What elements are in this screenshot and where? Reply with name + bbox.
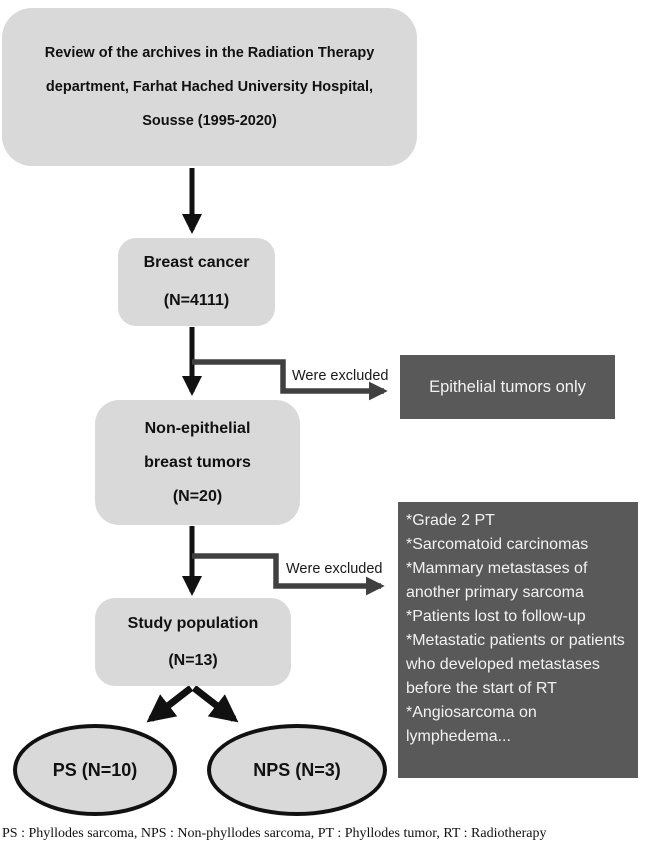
exclusion-criteria-box: *Grade 2 PT *Sarcomatoid carcinomas *Mam…: [398, 502, 638, 778]
arrow-split-to-ps: [146, 685, 194, 723]
source-box-line: Review of the archives in the Radiation …: [44, 45, 375, 61]
non-epithelial-box: Non-epithelial breast tumors (N=20): [95, 400, 300, 525]
source-box-line: Sousse (1995-2020): [142, 113, 277, 129]
breast-cancer-label: Breast cancer: [143, 254, 250, 271]
nps-ellipse: NPS (N=3): [207, 724, 387, 816]
abbreviations-footnote: PS : Phyllodes sarcoma, NPS : Non-phyllo…: [2, 826, 547, 841]
exclusion-item: *Metastatic patients or patients who dev…: [406, 632, 625, 697]
exclusion-item: *Grade 2 PT: [406, 512, 495, 529]
breast-cancer-box: Breast cancer (N=4111): [118, 238, 275, 326]
study-population-box: Study population (N=13): [95, 598, 291, 686]
arrow-split-to-nps: [191, 685, 239, 723]
ps-ellipse: PS (N=10): [13, 724, 177, 816]
were-excluded-label-1: Were excluded: [292, 368, 389, 384]
exclusion-item: *Angiosarcoma on lymphedema...: [406, 704, 537, 745]
epithelial-tumors-text: Epithelial tumors only: [429, 377, 586, 396]
epithelial-tumors-exclusion-box: Epithelial tumors only: [400, 355, 615, 419]
nps-label: NPS (N=3): [253, 759, 341, 780]
study-population-count: (N=13): [168, 652, 218, 669]
non-epithelial-count: (N=20): [172, 487, 223, 505]
exclusion-item: *Sarcomatoid carcinomas: [406, 536, 589, 553]
breast-cancer-count: (N=4111): [163, 292, 230, 309]
study-population-label: Study population: [127, 615, 259, 632]
non-epithelial-line: breast tumors: [144, 453, 251, 471]
non-epithelial-line: Non-epithelial: [144, 419, 251, 437]
exclusion-item: *Patients lost to follow-up: [406, 608, 586, 625]
source-box-line: department, Farhat Hached University Hos…: [45, 79, 374, 95]
exclusion-item: *Mammary metastases of another primary s…: [406, 560, 588, 601]
were-excluded-label-2: Were excluded: [286, 561, 383, 577]
ps-label: PS (N=10): [52, 759, 138, 780]
source-box: Review of the archives in the Radiation …: [2, 8, 417, 166]
